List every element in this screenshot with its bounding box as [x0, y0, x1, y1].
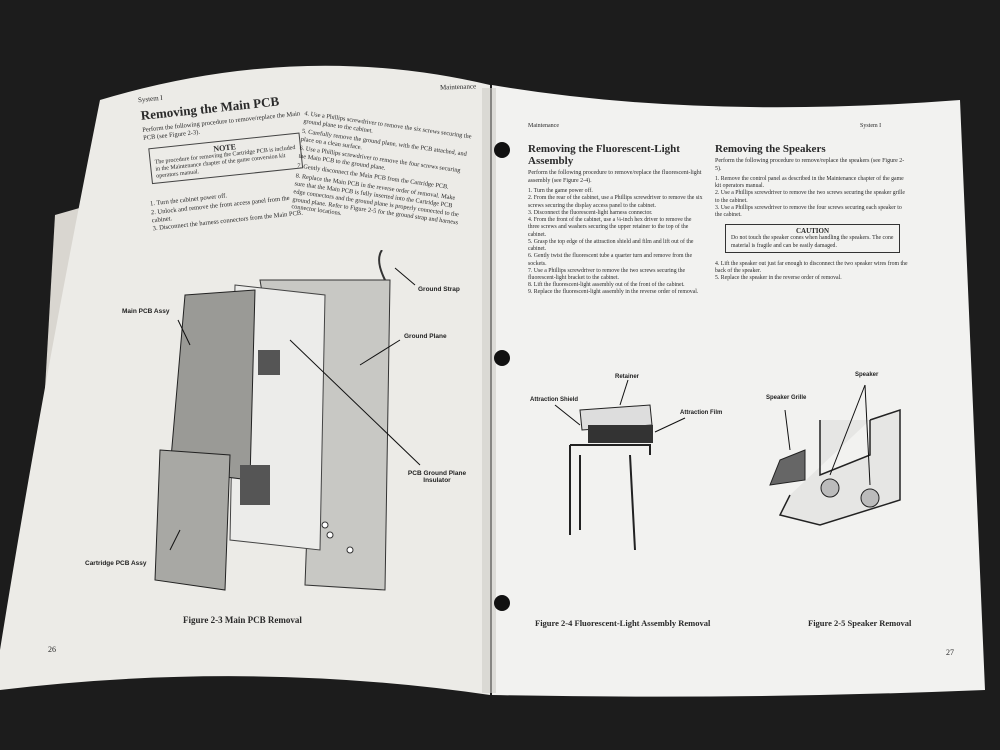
label-speaker: Speaker [855, 372, 879, 378]
step: 2. Use a Phillips screwdriver to remove … [715, 190, 905, 204]
step: 3. Disconnect the fluorescent-light harn… [528, 209, 653, 216]
right-col2: Removing the Speakers Perform the follow… [715, 143, 910, 283]
right-header-left: Maintenance [528, 123, 559, 129]
figure-caption-2-5: Figure 2-5 Speaker Removal [808, 618, 912, 628]
cartridge-pcb-drawing [154, 449, 231, 591]
note-box: NOTE The procedure for removing the Cart… [148, 132, 304, 185]
step: 2. From the rear of the cabinet, use a P… [528, 195, 703, 209]
caution-title: CAUTION [795, 227, 830, 236]
page-number-right: 27 [946, 648, 954, 657]
label-ground-plane: Ground Plane [404, 333, 447, 340]
step: 9. Replace the fluorescent-light assembl… [528, 289, 699, 296]
binder-hole [494, 142, 510, 158]
step: 5. Grasp the top edge of the attraction … [528, 238, 694, 253]
caution-text: Do not touch the speaker cones when hand… [731, 235, 894, 249]
figure-caption-2-3: Figure 2-3 Main PCB Removal [183, 615, 302, 625]
left-col1: Removing the Main PCB Perform the follow… [140, 91, 312, 234]
figure-caption-2-4: Figure 2-4 Fluorescent-Light Assembly Re… [535, 618, 711, 628]
right-col1: Removing the Fluorescent-Light Assembly … [528, 143, 703, 297]
speaker-drawing [860, 488, 880, 508]
label-cartridge: Cartridge PCB Assy [85, 560, 147, 567]
step: 7. Use a Phillips screwdriver to remove … [528, 267, 686, 281]
col1-title: Removing the Fluorescent-Light Assembly [528, 143, 680, 168]
speaker-grille-drawing [769, 449, 806, 486]
attraction-film-drawing [588, 425, 653, 443]
label-ground-strap: Ground Strap [418, 286, 460, 293]
chip [240, 465, 270, 505]
speaker-drawing [820, 478, 840, 498]
label-retainer: Retainer [615, 374, 640, 380]
figure-main-pcb [154, 250, 421, 591]
right-header-right: System I [860, 123, 882, 129]
page-number-left: 26 [48, 645, 56, 654]
label-main-pcb: Main PCB Assy [122, 308, 170, 315]
col2-intro: Perform the following procedure to remov… [715, 158, 905, 172]
step: 5. Replace the speaker in the reverse or… [715, 275, 842, 282]
left-header-right: Maintenance [439, 82, 477, 92]
ground-strap-drawing [378, 250, 386, 281]
label-speaker-grille: Speaker Grille [766, 395, 807, 401]
step: 1. Remove the control panel as described… [715, 176, 904, 190]
right-page [492, 85, 985, 697]
figure-fluorescent-light [554, 379, 686, 551]
col2-title: Removing the Speakers [715, 143, 826, 155]
step: 8. Lift the fluorescent-light assembly o… [528, 282, 685, 289]
binder-hole [494, 350, 510, 366]
chip [258, 350, 280, 375]
caution-box: CAUTION Do not touch the speaker cones w… [725, 224, 900, 253]
step: 3. Use a Phillips screwdriver to remove … [715, 204, 902, 219]
cabinet-drawing [569, 444, 651, 551]
step: 6. Gently twist the fluorescent tube a q… [528, 253, 693, 267]
step: 1. Turn the game power off. [528, 188, 593, 195]
step: 4. From the front of the cabinet, use a … [528, 217, 692, 238]
binder-hole [494, 595, 510, 611]
label-insulator: PCB Ground Plane Insulator [407, 470, 467, 484]
col1-intro: Perform the following procedure to remov… [528, 170, 702, 184]
label-attraction-film: Attraction Film [680, 410, 723, 416]
figure-speaker [769, 384, 901, 526]
step: 4. Lift the speaker out just far enough … [715, 260, 908, 275]
label-attraction-shield: Attraction Shield [530, 397, 579, 403]
